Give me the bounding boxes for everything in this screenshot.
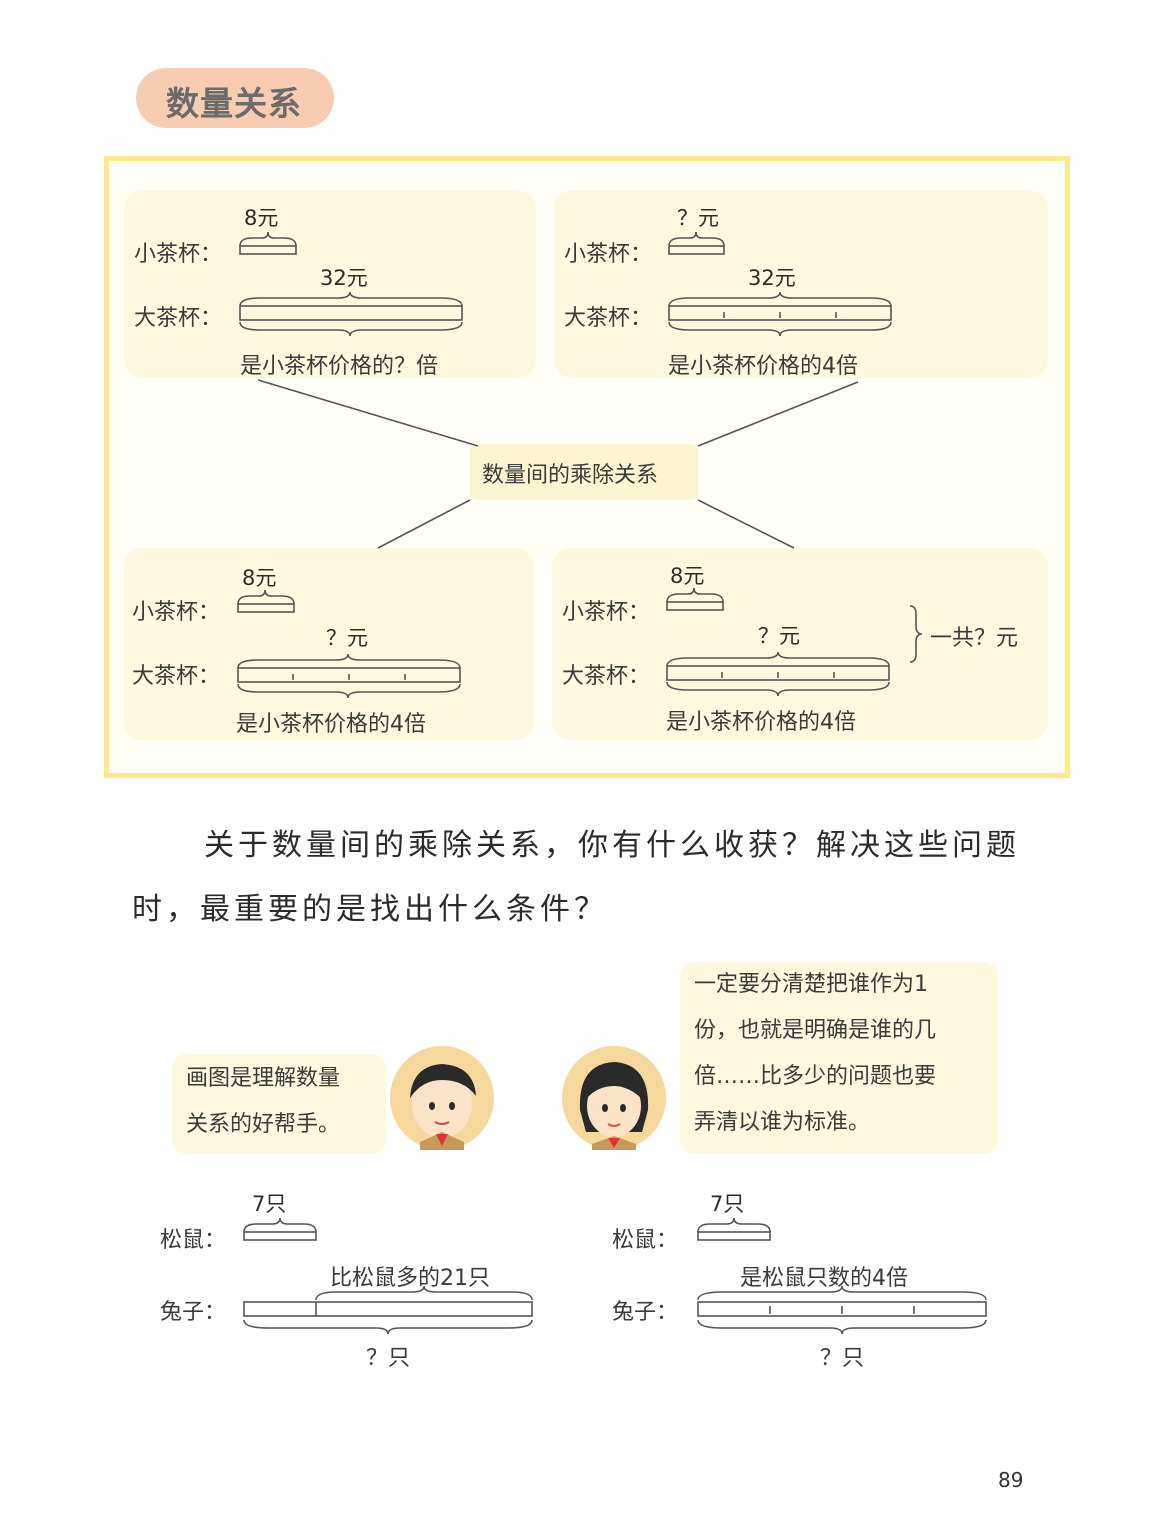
boy-bubble-line-1: 画图是理解数量 (186, 1066, 341, 1091)
page-number: 89 (998, 1468, 1024, 1492)
girl-avatar (562, 1046, 666, 1150)
panel-4-big-value: ？元 (758, 624, 800, 648)
question-line-1: 关于数量间的乘除关系，你有什么收获？解决这些问题 (204, 828, 1020, 863)
connector-line-4 (697, 499, 795, 549)
right-times-text: 是松鼠只数的4倍 (740, 1266, 908, 1291)
bar-small-1 (239, 245, 297, 255)
boy-bubble-line-2: 关系的好帮手。 (186, 1112, 341, 1137)
right-squirrel-value: 7只 (710, 1192, 745, 1216)
panel-4-small-label: 小茶杯： (562, 600, 651, 625)
panel-2-big-value: 32元 (748, 266, 796, 290)
right-rabbit-label: 兔子： (612, 1300, 679, 1325)
girl-face-icon (579, 1062, 649, 1150)
center-label-box: 数量间的乘除关系 (470, 444, 698, 500)
panel-2-big-label: 大茶杯： (564, 306, 653, 331)
bar-rabbit-right (697, 1301, 987, 1317)
connector-line-1 (257, 379, 479, 447)
panel-4-big-label: 大茶杯： (562, 664, 651, 689)
bar-squirrel-right (697, 1231, 771, 1241)
section-title: 数量关系 (166, 84, 302, 123)
brace-squirrel-right (697, 1217, 771, 1233)
brace-big-1 (239, 291, 463, 307)
panel-2-under-text: 是小茶杯价格的4倍 (668, 354, 858, 379)
brace-total-4 (909, 605, 923, 663)
brace-diff-left (315, 1285, 533, 1301)
brace-total-left (243, 1319, 533, 1335)
panel-1-small-value: 8元 (244, 206, 279, 230)
right-total-text: ？只 (820, 1346, 865, 1371)
panel-3-big-value: ？元 (326, 626, 368, 650)
bar-big-4 (666, 665, 890, 681)
panel-4 (552, 548, 1048, 740)
brace-big-3 (237, 653, 461, 669)
panel-4-total-text: 一共？元 (930, 626, 1019, 651)
girl-speech-bubble (680, 962, 998, 1154)
panel-2-small-value: ？元 (677, 206, 719, 230)
bar-small-3 (237, 603, 295, 613)
girl-bubble-line-1: 一定要分清楚把谁作为1 (694, 972, 928, 997)
panel-3-under-text: 是小茶杯价格的4倍 (236, 712, 426, 737)
panel-1-small-label: 小茶杯： (134, 242, 223, 267)
panel-2 (554, 190, 1048, 378)
section-title-pill: 数量关系 (136, 68, 334, 128)
question-line-2: 时，最重要的是找出什么条件？ (132, 892, 608, 927)
bar-squirrel-left (243, 1231, 317, 1241)
brace-squirrel-left (243, 1217, 317, 1233)
brace-under-3 (237, 683, 461, 699)
girl-bubble-line-2: 份，也就是明确是谁的几 (694, 1018, 937, 1043)
boy-speech-bubble (172, 1054, 386, 1154)
left-total-text: ？只 (366, 1346, 411, 1371)
brace-small-1 (239, 231, 297, 247)
left-rabbit-label: 兔子： (160, 1300, 227, 1325)
brace-small-4 (666, 587, 724, 603)
panel-1-under-text: 是小茶杯价格的？倍 (240, 354, 439, 379)
brace-big-4 (666, 651, 890, 667)
left-diff-text: 比松鼠多的21只 (330, 1266, 490, 1291)
left-squirrel-label: 松鼠： (160, 1228, 227, 1253)
bar-big-1 (239, 305, 463, 321)
connector-line-3 (377, 499, 471, 549)
panel-4-small-value: 8元 (670, 564, 705, 588)
bar-small-4 (666, 601, 724, 611)
brace-small-3 (237, 589, 295, 605)
bar-big-2 (668, 305, 892, 321)
brace-total-right (697, 1319, 987, 1335)
brace-small-2 (668, 231, 725, 247)
left-squirrel-value: 7只 (252, 1192, 287, 1216)
bar-rabbit-left (243, 1301, 533, 1317)
panel-1 (124, 190, 536, 378)
panel-3 (124, 548, 534, 740)
panel-3-big-label: 大茶杯： (132, 664, 221, 689)
right-squirrel-label: 松鼠： (612, 1228, 679, 1253)
boy-face-icon (410, 1064, 476, 1150)
brace-under-4 (666, 681, 890, 697)
brace-times-right (697, 1285, 987, 1301)
boy-avatar (390, 1046, 494, 1150)
bar-small-2 (668, 245, 725, 255)
panel-1-big-label: 大茶杯： (134, 306, 223, 331)
panel-3-small-value: 8元 (242, 566, 277, 590)
brace-under-1 (239, 321, 463, 337)
bar-big-3 (237, 667, 461, 683)
brace-under-2 (668, 321, 892, 337)
panel-1-big-value: 32元 (320, 266, 368, 290)
panel-4-under-text: 是小茶杯价格的4倍 (666, 710, 856, 735)
girl-bubble-line-3: 倍……比多少的问题也要 (694, 1064, 937, 1089)
girl-bubble-line-4: 弄清以谁为标准。 (694, 1110, 871, 1135)
brace-big-2 (668, 291, 892, 307)
panel-2-small-label: 小茶杯： (564, 242, 653, 267)
center-label: 数量间的乘除关系 (482, 463, 659, 488)
panel-3-small-label: 小茶杯： (132, 600, 221, 625)
connector-line-2 (697, 381, 859, 447)
